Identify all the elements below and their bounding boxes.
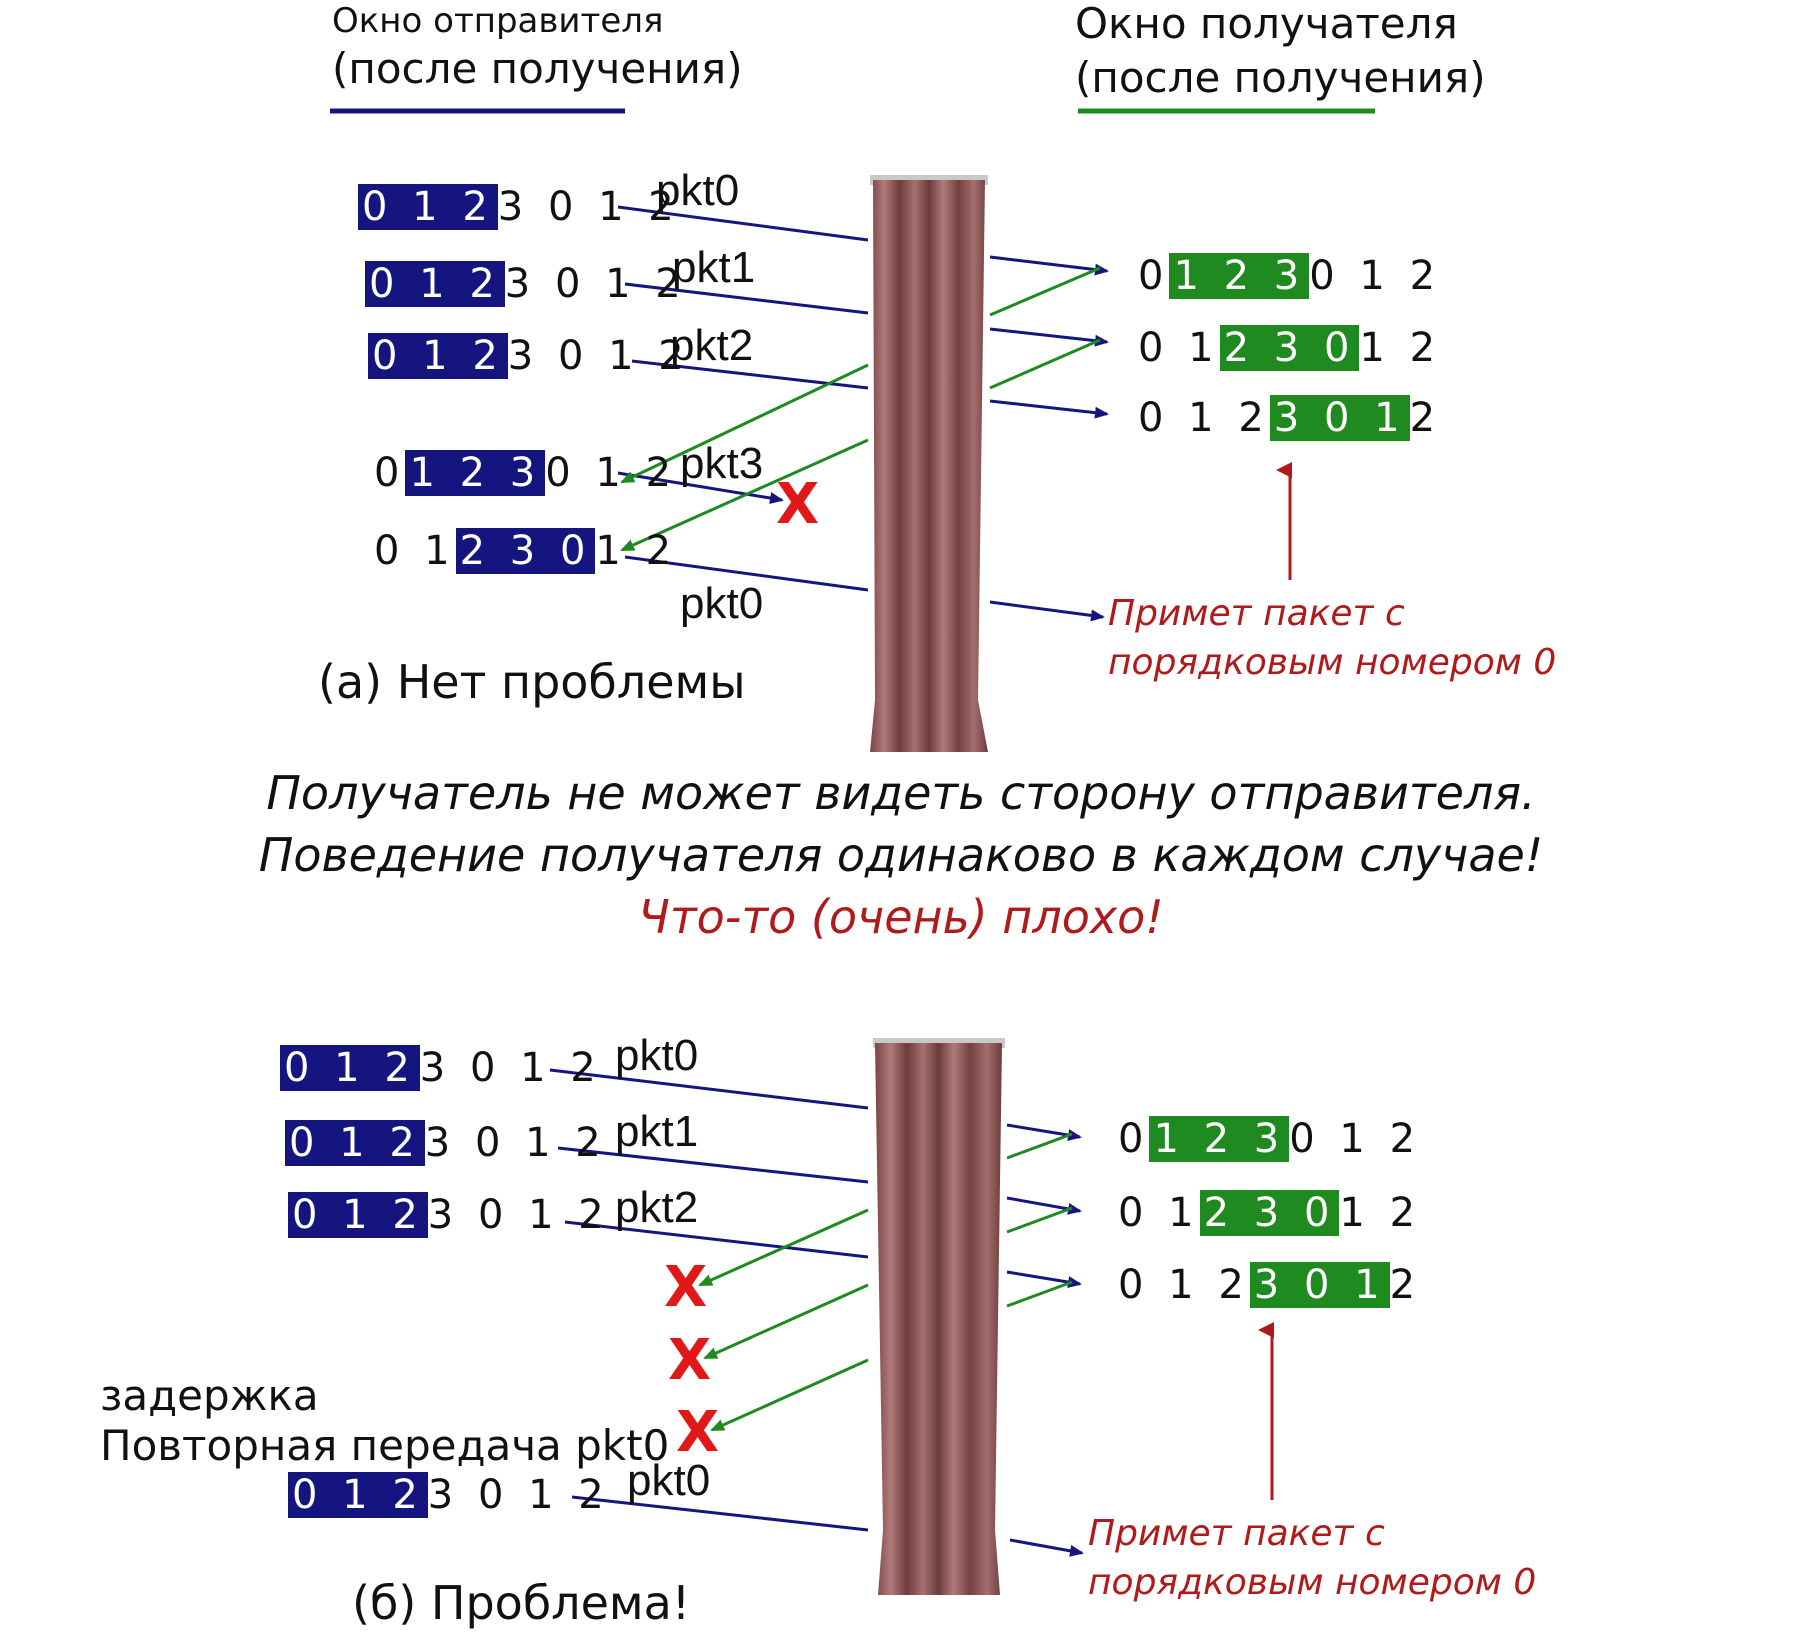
a-ack-line-1 (989, 266, 1101, 317)
curtain-bottom (873, 1038, 1005, 1595)
a-pkt0-arrive-arrow (989, 255, 1109, 276)
a-pkt0-send-line (617, 205, 869, 242)
receiver-window-subtitle: (после получения) (1075, 53, 1486, 103)
a-pkt2-arrive-arrow (989, 399, 1109, 419)
b-pkt1-send-line (557, 1146, 869, 1184)
b-pkt0-resend-line (571, 1495, 869, 1532)
a-pkt-label: pkt1 (672, 243, 755, 292)
receiver-window-heading: Окно получателя (после получения) (1075, 0, 1486, 103)
b-note-line-1: Примет пакет с (1088, 1513, 1385, 1554)
b-pkt-label: pkt0 (627, 1456, 710, 1505)
b-ack-line-3 (1006, 1280, 1073, 1308)
a-caption: (а) Нет проблемы (318, 655, 746, 709)
a-pkt-label: pkt2 (670, 321, 753, 370)
b-caption: (б) Проблема! (352, 1576, 691, 1630)
a-note-line-2: порядковым номером 0 (1108, 641, 1557, 683)
a-pkt1-arrive-arrow (989, 327, 1109, 347)
center-message-line-2: Поведение получателя одинаково в каждом … (258, 828, 1544, 883)
window-highlight: 2 3 0 (455, 528, 596, 574)
a-pkt3-send-line[interactable] (617, 471, 784, 504)
b-pkt-label: pkt1 (615, 1107, 698, 1156)
window-highlight: 3 0 1 (1249, 1262, 1390, 1308)
b-note-line-2: порядковым номером 0 (1088, 1561, 1537, 1603)
a-pkt0-resend-arrive-arrow (989, 600, 1105, 622)
a-ack-arrow-1 (620, 363, 869, 484)
b-pkt2-send-line (564, 1220, 869, 1259)
window-highlight: 2 3 0 (1219, 325, 1360, 371)
b-pkt-label: pkt0 (615, 1031, 698, 1080)
sender-window-heading: Окно отправителя (после получения) (332, 1, 743, 94)
b-retransmit-label: Повторная передача pkt0 (100, 1421, 670, 1470)
a-pkt-label: pkt0 (680, 579, 763, 628)
b-receiver-note: Примет пакет с порядковым номером 0 (1088, 1510, 1536, 1607)
curtain-top (870, 175, 988, 752)
sender-window-subtitle: (после получения) (332, 44, 743, 94)
b-timeout-label: задержка (100, 1371, 319, 1420)
a-ack-line-2 (989, 338, 1101, 390)
window-highlight: 1 2 3 (1149, 1116, 1290, 1162)
b-lost-ack-mark: X (668, 1328, 712, 1393)
center-message-line-3: Что-то (очень) плохо! (638, 890, 1164, 945)
a-pkt-label: pkt0 (656, 166, 739, 215)
window-highlight: 0 1 2 (368, 333, 508, 379)
window-highlight: 0 1 2 (288, 1192, 428, 1238)
window-highlight: 1 2 3 (1169, 253, 1310, 299)
sender-window-title: Окно отправителя (332, 1, 664, 41)
b-lost-ack-mark: X (676, 1400, 720, 1465)
a-lost-packet-mark: X (776, 472, 820, 537)
b-pkt0-send-line (549, 1068, 869, 1110)
b-pkt0-resend-arrive-arrow (1009, 1538, 1084, 1557)
center-message: Получатель не может видеть сторону отпра… (0, 762, 1802, 948)
a-ack-arrow-2 (620, 438, 869, 552)
b-ack-arrow-2 (703, 1283, 869, 1360)
window-highlight: 1 2 3 (405, 450, 546, 496)
window-highlight: 0 1 2 (280, 1045, 420, 1091)
window-highlight: 3 0 1 (1269, 395, 1410, 441)
window-highlight: 0 1 2 (285, 1120, 425, 1166)
a-receiver-note: Примет пакет с порядковым номером 0 (1108, 590, 1556, 687)
window-highlight: 0 1 2 (365, 261, 505, 307)
window-highlight: 0 1 2 (288, 1472, 428, 1518)
center-message-line-1: Получатель не может видеть сторону отпра… (266, 766, 1536, 820)
b-ack-arrow-1 (698, 1208, 869, 1287)
window-highlight: 0 1 2 (358, 184, 498, 230)
a-pkt-label: pkt3 (680, 439, 763, 488)
b-lost-ack-mark: X (664, 1255, 708, 1320)
window-highlight: 2 3 0 (1199, 1190, 1340, 1236)
b-pkt-label: pkt2 (615, 1183, 698, 1232)
b-ack-line-1 (1006, 1132, 1073, 1160)
a-pkt0-resend-line (624, 555, 869, 592)
receiver-window-title: Окно получателя (1075, 0, 1458, 48)
a-note-line-1: Примет пакет с (1108, 593, 1405, 634)
a-pkt1-send-line (624, 282, 869, 315)
b-ack-line-2 (1006, 1206, 1073, 1234)
b-ack-arrow-3 (710, 1358, 869, 1432)
